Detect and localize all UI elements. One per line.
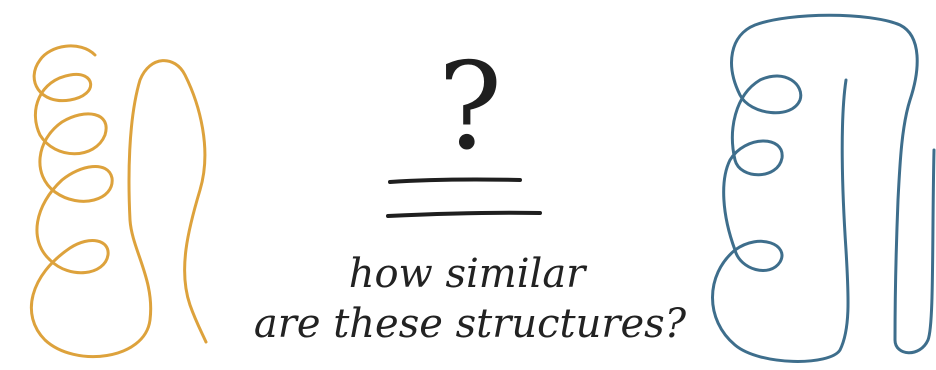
question-mark: ? [438,38,502,177]
left-structure [29,44,208,359]
right-structure-coil [711,13,936,363]
divider-line-1 [388,177,522,184]
center-annotation: ? how similar are these structures? [254,38,687,347]
divider-line-2 [386,210,542,218]
question-line-2: are these structures? [254,301,687,347]
question-line-1: how similar [349,251,588,297]
left-structure-coil [29,44,208,359]
right-structure [711,13,936,363]
